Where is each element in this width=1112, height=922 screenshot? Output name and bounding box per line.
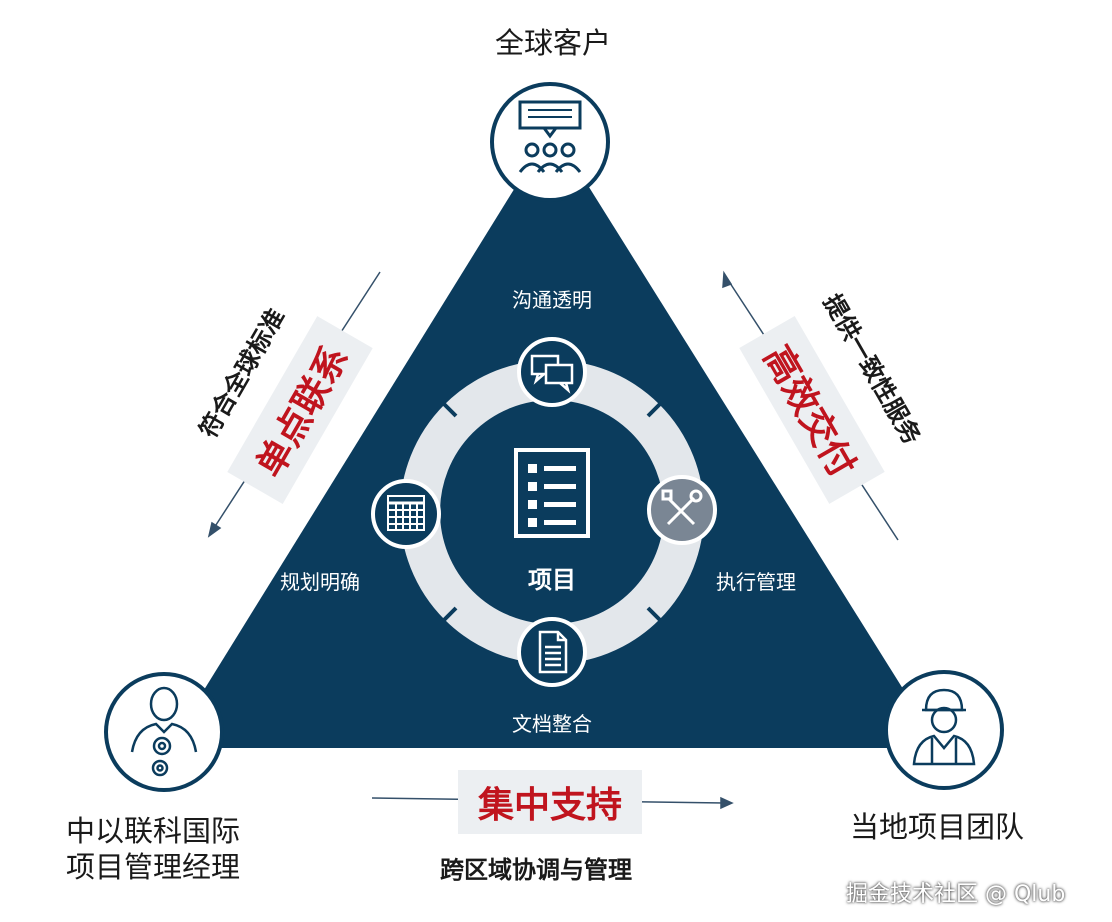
project-label: 项目 [528, 566, 576, 594]
calendar-icon [371, 479, 441, 549]
watermark: 掘金技术社区 @ Qlub [846, 882, 1066, 907]
ring-dividers [425, 385, 679, 639]
document-icon [517, 617, 587, 687]
node-project-manager [102, 670, 226, 794]
manager-icon [104, 672, 224, 792]
ring-node-execution [646, 474, 718, 546]
bottom-side-tag: 集中支持 [458, 770, 643, 834]
label-planning: 规划明确 [280, 570, 360, 594]
ring-node-documents [516, 616, 588, 688]
node-local-team [882, 668, 1006, 792]
chat-icon [517, 337, 587, 407]
triangle-background [168, 128, 940, 748]
tools-icon [647, 475, 717, 545]
bottom-side-text: 跨区域协调与管理 [440, 856, 632, 884]
label-project-manager-line2: 项目管理经理 [66, 850, 241, 884]
node-global-customers [488, 80, 612, 204]
label-global-customers: 全球客户 [494, 26, 611, 60]
label-communication: 沟通透明 [512, 288, 592, 312]
label-project-manager-line1: 中以联科国际 [66, 814, 241, 848]
worker-icon [884, 670, 1004, 790]
label-execution: 执行管理 [716, 570, 796, 594]
checklist-icon [514, 448, 590, 538]
audience-icon [490, 82, 610, 202]
project-center [510, 446, 594, 542]
ring-node-communication [516, 336, 588, 408]
label-local-team: 当地项目团队 [850, 810, 1025, 844]
label-documents: 文档整合 [512, 712, 592, 736]
ring-node-planning [370, 478, 442, 550]
